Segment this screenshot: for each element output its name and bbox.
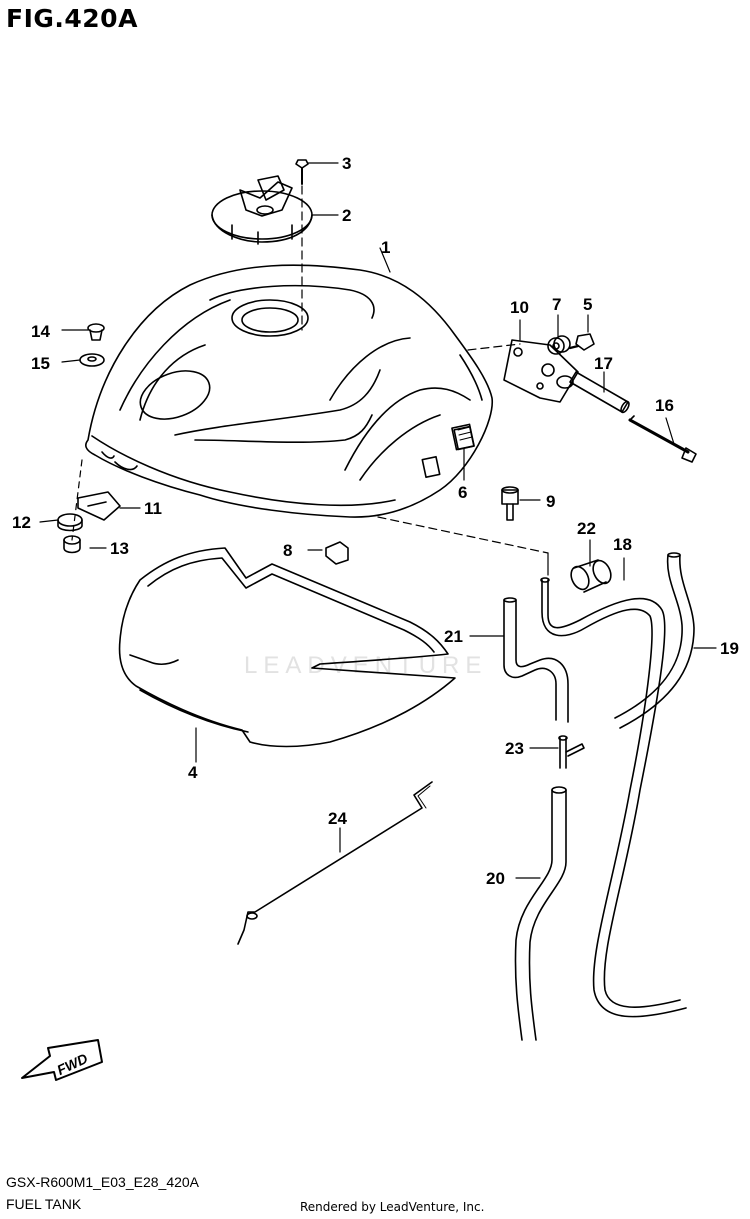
damper-part-6[interactable]	[453, 425, 475, 451]
part-label-23[interactable]: 23	[505, 739, 524, 758]
bushing-part-13[interactable]	[63, 535, 81, 554]
hose-part-18[interactable]	[540, 577, 687, 1018]
filler-cap-part-2[interactable]	[211, 175, 313, 245]
cushion-part-4[interactable]	[118, 547, 456, 748]
render-credit: Rendered by LeadVenture, Inc.	[300, 1200, 485, 1214]
part-label-4[interactable]: 4	[188, 763, 198, 782]
cushion-part-11[interactable]	[77, 491, 121, 521]
part-label-1[interactable]: 1	[381, 238, 390, 257]
part-label-11[interactable]: 11	[144, 499, 162, 518]
hose-part-21[interactable]	[503, 597, 569, 723]
clip-part-8[interactable]	[325, 541, 349, 565]
part-label-17[interactable]: 17	[594, 354, 613, 373]
valve-part-9[interactable]	[501, 486, 519, 521]
part-label-12[interactable]: 12	[12, 513, 31, 532]
screw-part-14[interactable]	[87, 323, 105, 341]
part-label-10[interactable]: 10	[510, 298, 529, 317]
hose-part-20[interactable]	[514, 786, 567, 1041]
leader-lines	[39, 162, 717, 879]
collar-part-7[interactable]	[547, 335, 571, 355]
part-label-22[interactable]: 22	[577, 519, 596, 538]
bushing-part-22[interactable]	[568, 558, 615, 593]
part-label-19[interactable]: 19	[720, 639, 739, 658]
bolt-part-5[interactable]	[568, 333, 595, 351]
part-label-9[interactable]: 9	[546, 492, 555, 511]
part-label-24[interactable]: 24	[328, 809, 347, 828]
leadventure-watermark: LEADVENTURE	[244, 652, 488, 679]
part-label-5[interactable]: 5	[583, 295, 592, 314]
hose-part-19[interactable]	[614, 552, 695, 729]
long-bolt-part-16[interactable]	[628, 415, 697, 463]
forward-direction-arrow: FWD	[21, 1039, 103, 1081]
part-label-16[interactable]: 16	[655, 396, 674, 415]
alignment-lines	[301, 185, 549, 554]
part-label-18[interactable]: 18	[613, 535, 632, 554]
screw-part-3[interactable]	[295, 159, 309, 185]
part-labels: 3 2 1 4 5 6 7 8 9 10 11 12 13 14 15 16 1…	[12, 154, 739, 888]
spacer-part-17[interactable]	[569, 371, 631, 414]
part-label-3[interactable]: 3	[342, 154, 351, 173]
model-code: GSX-R600M1_E03_E28_420A	[6, 1174, 200, 1190]
t-joint-part-23[interactable]	[558, 735, 585, 769]
part-label-8[interactable]: 8	[283, 541, 292, 560]
part-label-15[interactable]: 15	[31, 354, 50, 373]
fuel-tank-part-1[interactable]	[85, 264, 493, 518]
part-label-21[interactable]: 21	[444, 627, 463, 646]
section-name: FUEL TANK	[6, 1196, 82, 1212]
part-label-13[interactable]: 13	[110, 539, 129, 558]
figure-title: FIG.420A	[6, 4, 138, 33]
drain-rod-part-24[interactable]	[237, 781, 433, 945]
part-label-7[interactable]: 7	[552, 295, 561, 314]
washer-part-12[interactable]	[57, 513, 83, 532]
part-label-6[interactable]: 6	[458, 483, 467, 502]
washer-part-15[interactable]	[79, 353, 105, 367]
part-label-2[interactable]: 2	[342, 206, 351, 225]
bracket-part-10[interactable]	[503, 339, 579, 403]
part-label-14[interactable]: 14	[31, 322, 50, 341]
part-label-20[interactable]: 20	[486, 869, 505, 888]
